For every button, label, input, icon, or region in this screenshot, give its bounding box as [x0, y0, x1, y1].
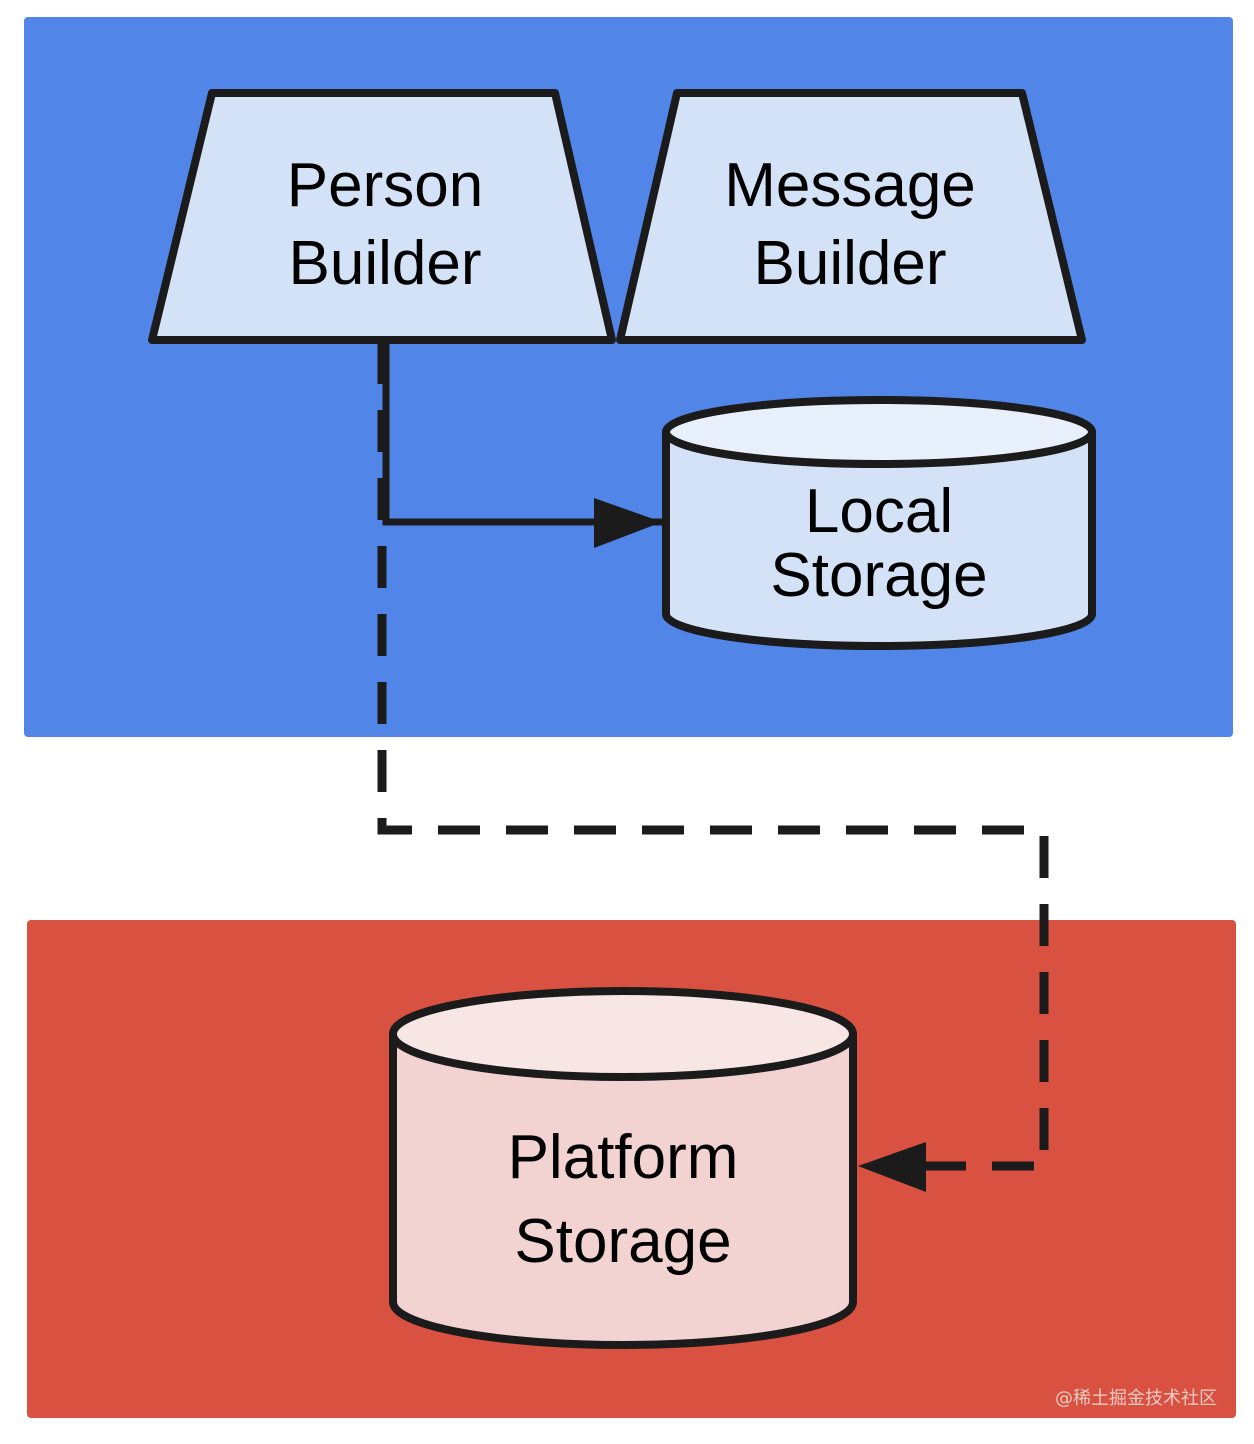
- platform-storage-label-line1: Platform: [508, 1123, 739, 1192]
- local-storage-top: [662, 396, 1096, 468]
- person-builder-label-line1: Person: [287, 151, 483, 220]
- message-builder-label-line1: Message: [724, 151, 976, 220]
- message-builder-shape: [616, 89, 1086, 344]
- edge-person-to-local-storage: [382, 342, 662, 526]
- platform-storage-node: Platform Storage: [389, 987, 857, 1349]
- message-builder-node: Message Builder: [616, 89, 1086, 344]
- local-storage-label-line2: Storage: [770, 541, 987, 610]
- local-storage-label-line1: Local: [805, 477, 953, 546]
- person-builder-node: Person Builder: [148, 89, 616, 344]
- platform-storage-label-line2: Storage: [514, 1207, 731, 1276]
- person-builder-shape: [148, 89, 616, 344]
- local-storage-body: [662, 428, 1096, 650]
- message-builder-label-line2: Builder: [754, 229, 947, 298]
- platform-storage-body: [389, 1030, 857, 1349]
- arrowhead-platform-storage: [858, 1142, 926, 1192]
- person-builder-label-line2: Builder: [289, 229, 482, 298]
- watermark-text: @稀土掘金技术社区: [1055, 1388, 1217, 1409]
- local-storage-node: Local Storage: [662, 396, 1096, 650]
- platform-storage-top: [389, 987, 857, 1081]
- edge-person-to-platform-storage: [377, 342, 1049, 1171]
- arrowhead-local-storage: [594, 498, 662, 548]
